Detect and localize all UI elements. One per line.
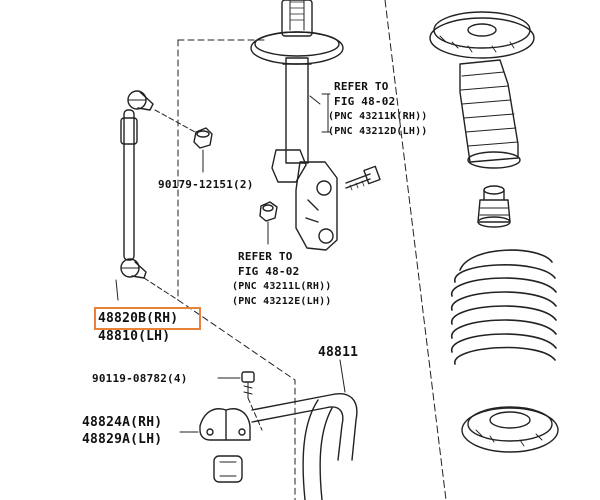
refer-top-line-1: REFER TO: [334, 80, 389, 93]
bolt-right: [345, 165, 381, 191]
bolt-bottom: [241, 371, 255, 399]
coil-spring: [451, 249, 557, 365]
strut-assembly: [250, 0, 344, 251]
part-90119-label: 90119-08782(4): [92, 372, 188, 385]
highlight-box: [94, 307, 201, 330]
refer-top-line-4: (PNC 43212D(LH)): [328, 126, 428, 137]
dust-boot: [459, 59, 521, 169]
stabilizer-bar: [251, 359, 358, 500]
refer-top-line-3: (PNC 43211K(RH)): [328, 111, 428, 122]
lower-seat: [461, 406, 559, 453]
refer-mid-line-3: (PNC 43211L(RH)): [232, 281, 332, 292]
refer-top-line-2: FIG 48-02: [334, 95, 396, 108]
refer-mid-line-2: FIG 48-02: [238, 265, 300, 278]
part-48824a-label: 48824A(RH): [82, 415, 163, 430]
part-48811-label: 48811: [318, 345, 359, 360]
stabilizer-link: [115, 90, 154, 301]
nut-middle: [259, 201, 278, 222]
refer-mid-line-4: (PNC 43212E(LH)): [232, 296, 332, 307]
refer-mid-line-1: REFER TO: [238, 250, 293, 263]
part-48820b-label[interactable]: 48820B(RH): [98, 311, 179, 326]
upper-mount: [429, 11, 535, 59]
part-48810-label: 48810(LH): [98, 329, 171, 344]
part-48829a-label: 48829A(LH): [82, 432, 163, 447]
bracket: [179, 408, 251, 441]
frame-dashed-right: [384, 0, 447, 500]
nut-top: [193, 127, 213, 149]
part-90179-label: 90179-12151(2): [158, 178, 254, 191]
bushing: [213, 455, 243, 483]
bump-stop: [477, 185, 511, 228]
